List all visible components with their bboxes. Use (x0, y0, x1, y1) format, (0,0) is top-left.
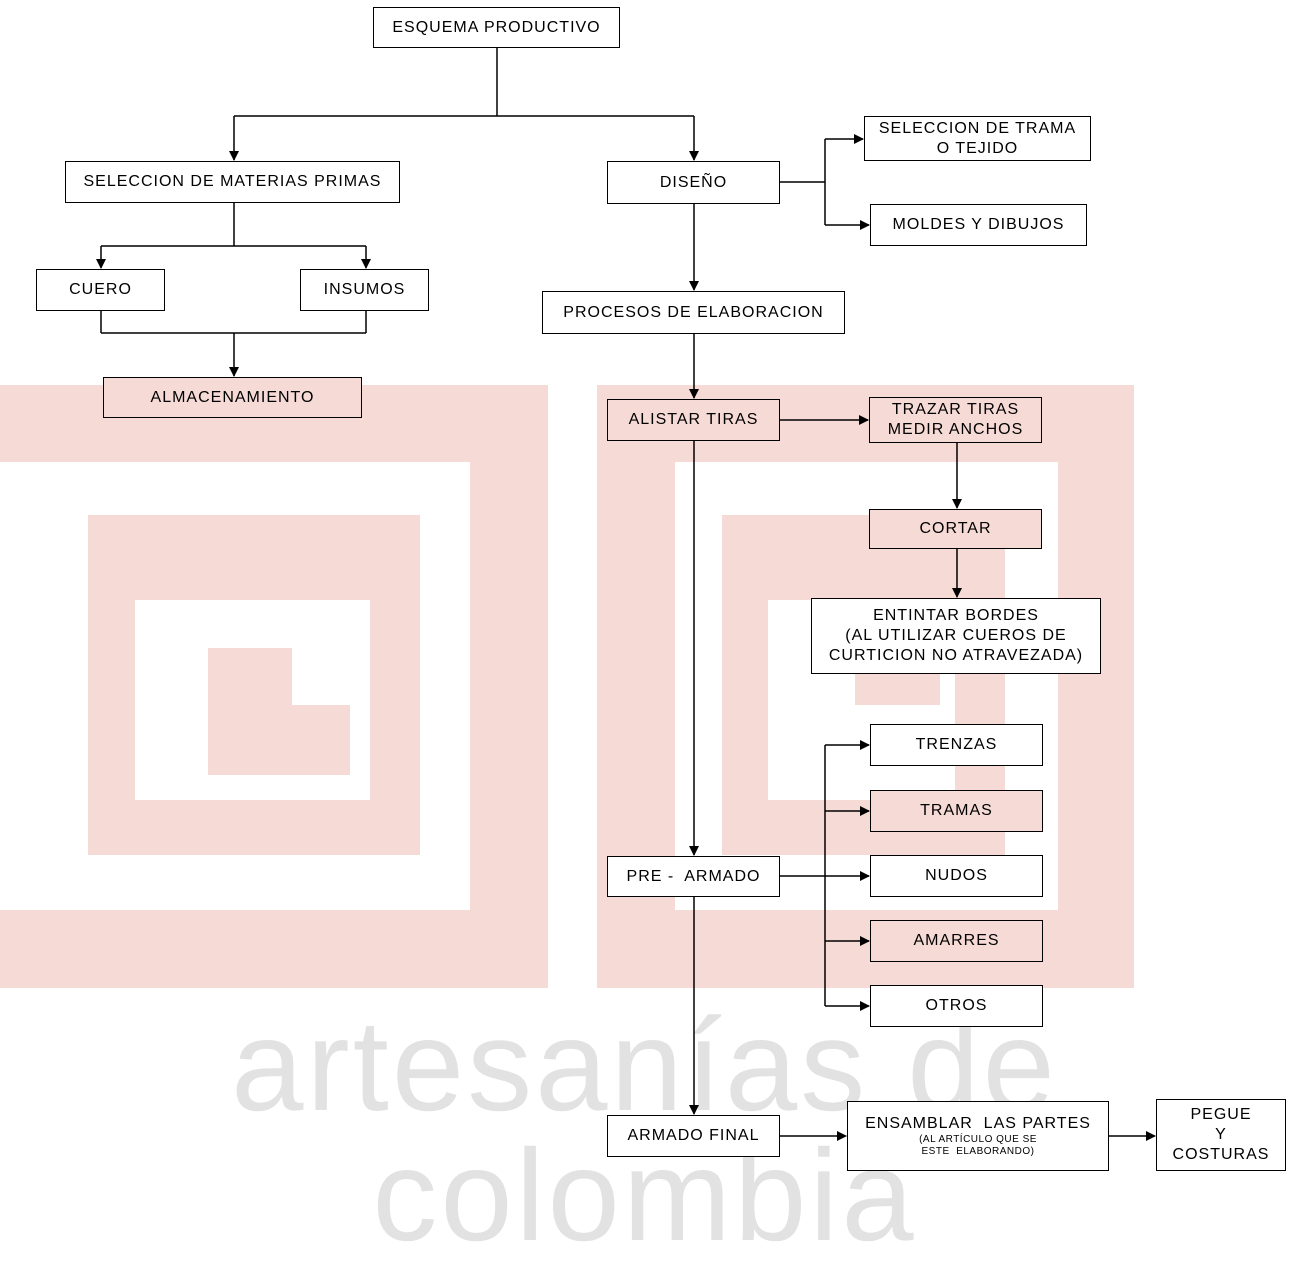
node-label: MOLDES Y DIBUJOS (892, 216, 1065, 233)
node-label: ALMACENAMIENTO (150, 388, 315, 406)
node-nudos: NUDOS (870, 855, 1043, 897)
node-otros: OTROS (870, 985, 1043, 1027)
node-cortar: CORTAR (869, 509, 1042, 549)
node-moldes-dibujos: MOLDES Y DIBUJOS (870, 204, 1087, 246)
node-pre-armado: PRE - ARMADO (607, 856, 780, 897)
node-amarres: AMARRES (870, 920, 1043, 962)
node-trazar-tiras: TRAZAR TIRAS MEDIR ANCHOS (869, 397, 1042, 443)
node-label-line3: ESTE ELABORANDO) (921, 1146, 1035, 1157)
node-label-line3: COSTURAS (1172, 1146, 1270, 1163)
node-almacenamiento: ALMACENAMIENTO (103, 377, 362, 418)
node-label: INSUMOS (323, 281, 406, 298)
node-label: PROCESOS DE ELABORACION (563, 303, 824, 321)
node-label-line1: SELECCION DE TRAMA (878, 119, 1077, 137)
node-label: AMARRES (913, 932, 1000, 949)
node-label-line1: ENTINTAR BORDES (873, 607, 1039, 624)
node-label-line3: CURTICION NO ATRAVEZADA) (828, 647, 1084, 664)
node-label: CUERO (69, 281, 132, 298)
node-label-line2: Y (1215, 1126, 1227, 1143)
node-label-line2: (AL UTILIZAR CUEROS DE (845, 627, 1067, 644)
node-armado-final: ARMADO FINAL (607, 1115, 780, 1157)
node-procesos-elaboracion: PROCESOS DE ELABORACION (542, 291, 845, 334)
node-label: CORTAR (919, 520, 992, 537)
node-label-line1: PEGUE (1190, 1106, 1252, 1123)
watermark-spiral-left (0, 385, 548, 988)
node-tramas: TRAMAS (870, 790, 1043, 832)
connectors (96, 47, 1156, 1141)
node-label: NUDOS (925, 867, 988, 884)
node-insumos: INSUMOS (300, 269, 429, 311)
node-label-line2: (AL ARTÍCULO QUE SE (919, 1134, 1037, 1145)
watermark-logo (0, 385, 1134, 988)
node-pegue-costuras: PEGUE Y COSTURAS (1156, 1099, 1286, 1171)
node-ensamblar-partes: ENSAMBLAR LAS PARTES (AL ARTÍCULO QUE SE… (847, 1101, 1109, 1171)
node-label-line1: TRAZAR TIRAS (891, 401, 1020, 418)
node-label: TRENZAS (915, 736, 998, 753)
node-label: SELECCION DE MATERIAS PRIMAS (83, 173, 382, 190)
node-label: DISEÑO (659, 173, 728, 191)
node-alistar-tiras: ALISTAR TIRAS (607, 399, 780, 441)
node-label: OTROS (925, 997, 988, 1014)
node-label: PRE - ARMADO (626, 867, 761, 885)
node-diseno: DISEÑO (607, 161, 780, 204)
node-label: TRAMAS (920, 802, 993, 819)
node-cuero: CUERO (36, 269, 165, 311)
node-seleccion-materias-primas: SELECCION DE MATERIAS PRIMAS (65, 161, 400, 203)
node-label: ARMADO FINAL (627, 1127, 760, 1144)
node-label: ESQUEMA PRODUCTIVO (392, 18, 601, 36)
node-trenzas: TRENZAS (870, 724, 1043, 766)
node-label-line1: ENSAMBLAR LAS PARTES (865, 1115, 1091, 1132)
node-label-line2: O TEJIDO (936, 139, 1019, 157)
node-esquema-productivo: ESQUEMA PRODUCTIVO (373, 7, 620, 48)
node-entintar-bordes: ENTINTAR BORDES (AL UTILIZAR CUEROS DE C… (811, 598, 1101, 674)
node-seleccion-trama: SELECCION DE TRAMA O TEJIDO (864, 116, 1091, 161)
node-label: ALISTAR TIRAS (628, 411, 759, 428)
node-label-line2: MEDIR ANCHOS (887, 421, 1024, 438)
